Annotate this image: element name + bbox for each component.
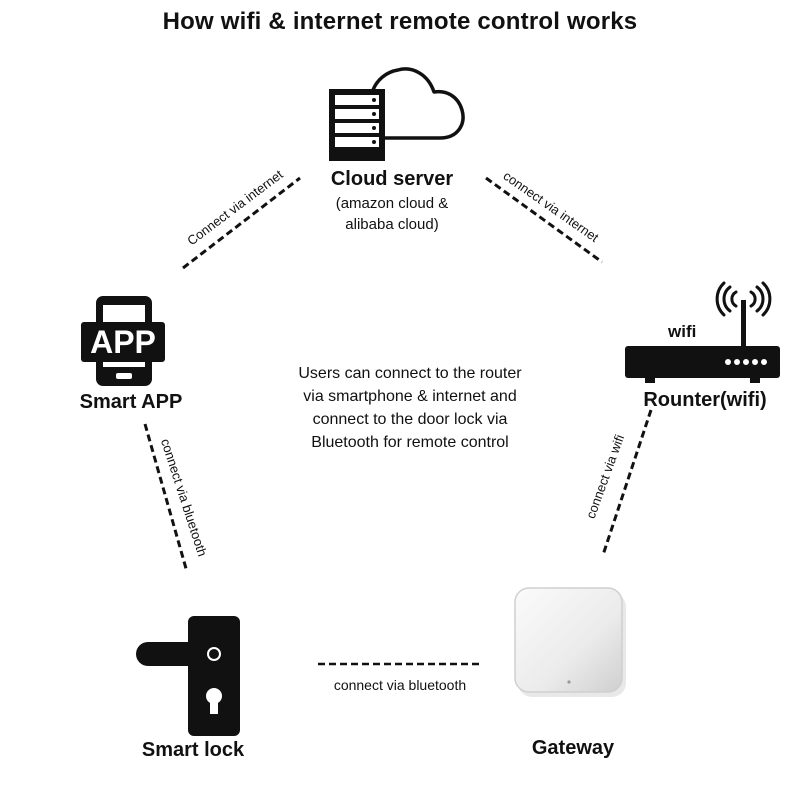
smart-app-label: Smart APP (79, 391, 183, 413)
cloud-server-sub-1: (amazon cloud & (335, 195, 449, 212)
app-badge-text: APP (90, 324, 156, 360)
door-lock-icon (136, 616, 240, 736)
connector-router-gateway (601, 409, 653, 556)
description-line-2: via smartphone & internet and (303, 388, 517, 405)
connector-app-lock (143, 423, 189, 573)
description-line-1: Users can connect to the router (298, 365, 522, 382)
diagram-title: How wifi & internet remote control works (162, 8, 638, 35)
cloud-icon (371, 67, 465, 140)
smartphone-icon (81, 296, 165, 386)
router-icon (625, 300, 780, 383)
router-wifi-text: wifi (668, 322, 697, 341)
smart-lock-label: Smart lock (141, 739, 245, 761)
description-line-3: connect to the door lock via (312, 411, 508, 428)
router-label: Rounter(wifi) (643, 389, 767, 411)
cloud-server-label: Cloud server (330, 168, 454, 190)
connector-cloud-router (485, 176, 603, 264)
connector-app-cloud (182, 176, 301, 270)
gateway-label: Gateway (531, 737, 615, 759)
cloud-server-sub-2: alibaba cloud) (345, 216, 439, 233)
description-line-4: Bluetooth for remote control (311, 434, 509, 451)
gateway-device-icon (514, 587, 626, 697)
wifi-signal-icon (715, 281, 772, 317)
server-rack-icon (329, 89, 385, 161)
connector-label-lock-gateway: connect via bluetooth (333, 677, 467, 693)
